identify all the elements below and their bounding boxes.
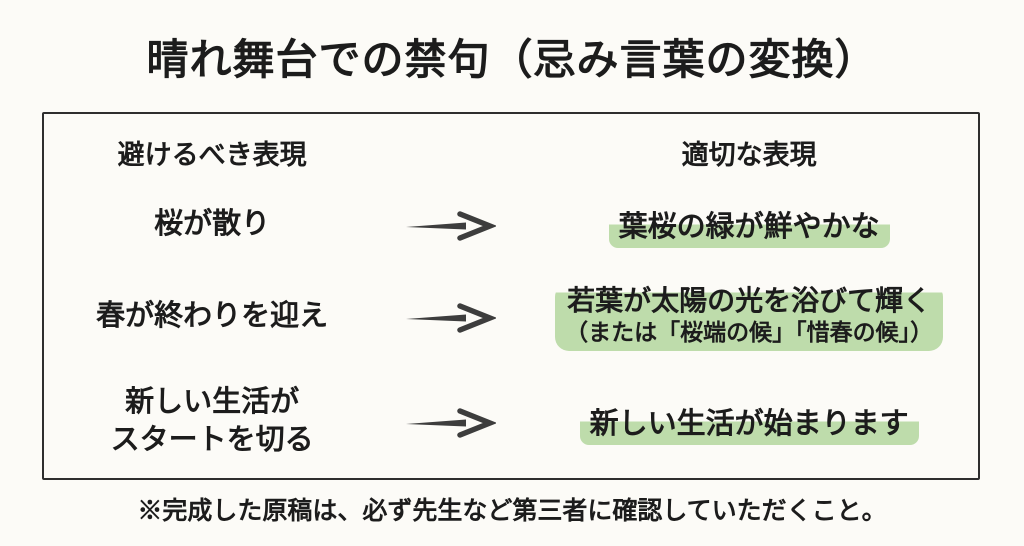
avoid-expression: 春が終わりを迎え: [96, 300, 329, 333]
arrow-right-icon: [380, 260, 520, 374]
conversion-table-grid: 避けるべき表現 適切な表現 桜が散り 葉桜の緑が鮮やかな 春が終わりを迎え: [44, 114, 978, 478]
column-header-appropriate: 適切な表現: [681, 139, 817, 170]
highlighted-text: 新しい生活が始まります: [579, 399, 919, 445]
highlighted-text: 若葉が太陽の光を浴びて輝く （または「桜端の候」「惜春の候」）: [555, 283, 944, 351]
appropriate-main: 若葉が太陽の光を浴びて輝く: [567, 286, 932, 318]
arrow-right-icon: [380, 374, 520, 470]
conversion-table: 避けるべき表現 適切な表現 桜が散り 葉桜の緑が鮮やかな 春が終わりを迎え: [42, 112, 980, 480]
appropriate-expression: 新しい生活が始まります: [520, 374, 978, 470]
alternative-note: （または「桜端の候」「惜春の候」）: [565, 320, 934, 345]
avoid-expression: 桜が散り: [154, 208, 271, 241]
appropriate-expression: 葉桜の緑が鮮やかな: [520, 190, 978, 260]
appropriate-expression: 若葉が太陽の光を浴びて輝く （または「桜端の候」「惜春の候」）: [520, 260, 978, 374]
footer-note: ※完成した原稿は、必ず先生など第三者に確認していただくこと。: [137, 498, 887, 525]
avoid-expression: 新しい生活が スタートを切る: [110, 386, 314, 456]
highlighted-text: 葉桜の緑が鮮やかな: [608, 202, 890, 248]
arrow-right-icon: [380, 190, 520, 260]
column-header-avoid: 避けるべき表現: [117, 139, 307, 170]
slide-title: 晴れ舞台での禁句（忌み言葉の変換）: [146, 38, 878, 84]
header-spacer: [380, 114, 520, 190]
